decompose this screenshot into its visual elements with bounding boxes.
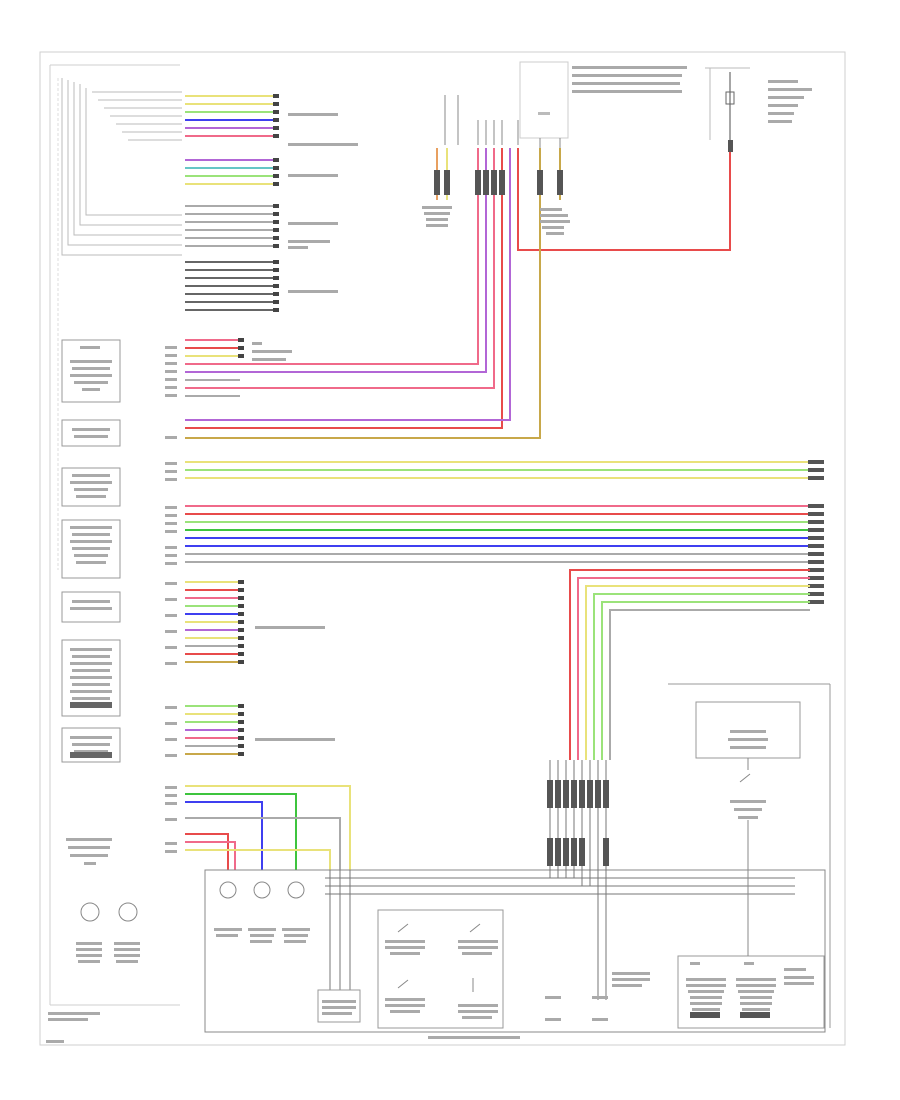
right-lower-labels bbox=[686, 730, 814, 1011]
mid-connector-pins bbox=[238, 580, 244, 756]
right-wire-connectors bbox=[808, 460, 824, 604]
upper-mid-pins bbox=[238, 338, 292, 361]
upper-mid-connector bbox=[185, 339, 240, 397]
left-module-enclosure bbox=[49, 64, 180, 1006]
top-device-labels bbox=[422, 206, 570, 235]
bottom-lamps bbox=[80, 881, 305, 922]
top-left-fan-lines bbox=[61, 78, 182, 256]
bottom-lamp-labels bbox=[48, 838, 356, 1021]
top-center-module bbox=[519, 61, 687, 139]
mid-connector-labels bbox=[255, 626, 335, 741]
mid-connector-wires bbox=[185, 581, 240, 755]
bottom-junction-connectors bbox=[547, 780, 609, 866]
main-horizontal-wires bbox=[185, 461, 810, 563]
down-wires-to-junction bbox=[569, 569, 810, 760]
top-right-fuse bbox=[705, 67, 812, 152]
right-lower-enclosure bbox=[668, 683, 831, 1029]
left-box-text-lines bbox=[70, 346, 112, 753]
bottom-component-box bbox=[204, 869, 826, 1033]
top-pin-stubs bbox=[444, 95, 561, 150]
outer-frame bbox=[39, 51, 846, 1046]
top-left-system-labels bbox=[288, 113, 358, 293]
bottom-left-wires bbox=[185, 785, 351, 870]
top-left-connector-pins bbox=[273, 94, 279, 312]
top-wire-connectors bbox=[434, 170, 563, 195]
bottom-caption bbox=[46, 1036, 520, 1043]
right-lower-dark-fills bbox=[690, 1012, 770, 1018]
left-box-dark-fills bbox=[70, 702, 112, 758]
top-left-connector-wires bbox=[185, 95, 275, 311]
right-lower-switch bbox=[739, 758, 751, 956]
left-component-boxes bbox=[61, 339, 121, 763]
inner-switch-labels bbox=[385, 940, 650, 1021]
inner-switches bbox=[397, 923, 481, 992]
left-pin-column bbox=[165, 346, 177, 853]
